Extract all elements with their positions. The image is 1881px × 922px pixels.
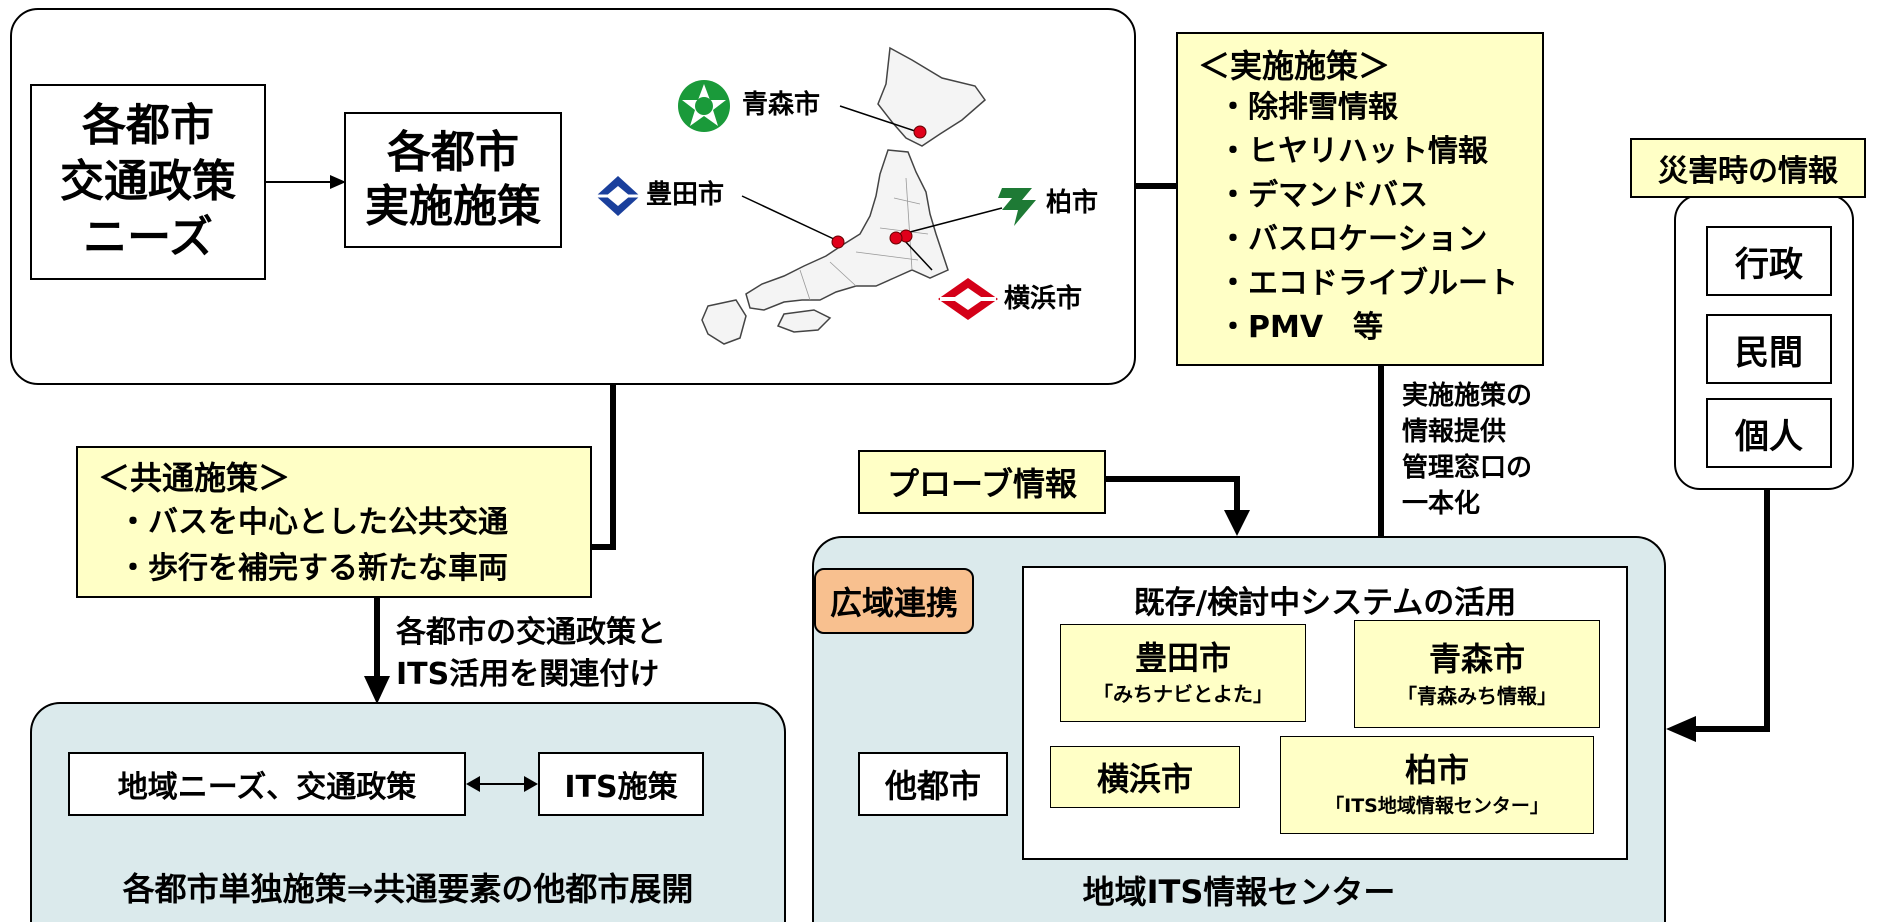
map-pointer-lines [741, 105, 1003, 271]
aomori-marker [913, 125, 927, 139]
disaster-item-private: 民間 [1706, 314, 1832, 384]
toyota-system-box: 豊田市 「みちナビとよた」 [1060, 624, 1306, 722]
regional-needs-box: 地域ニーズ、交通政策 [68, 752, 466, 816]
implementation-box: ＜実施施策＞ ・除排雪情報 ・ヒヤリハット情報 ・デマンドバス ・バスロケーショ… [1176, 32, 1544, 366]
common-policy-box: ＜共通施策＞ ・バスを中心とした公共交通 ・歩行を補完する新たな車両 [76, 446, 592, 598]
yokohama-marker [889, 231, 903, 245]
kashiwa-map-label: 柏市 [1046, 188, 1099, 218]
other-cities-box: 他都市 [858, 752, 1008, 816]
yokohama-system-box: 横浜市 [1050, 746, 1240, 808]
bidirectional-left-head [466, 776, 480, 792]
implementation-item: ・バスロケーション [1218, 222, 1488, 257]
existing-systems-title: 既存/検討中システムの活用 [1133, 584, 1517, 621]
yokohama-emblem-icon [938, 278, 998, 320]
panel-to-common-horizontal [590, 544, 616, 550]
implementation-item: ・ヒヤリハット情報 [1218, 134, 1488, 169]
kashiwa-system-sub: 「ITS地域情報センター」 [1325, 795, 1549, 817]
panel-to-impl-line [1136, 183, 1176, 189]
implementation-item: ・デマンドバス [1218, 178, 1428, 213]
panel-to-common-vertical [610, 385, 616, 550]
wide-area-cooperation-box: 広域連携 [814, 568, 974, 634]
disaster-title: 災害時の情報 [1630, 138, 1866, 198]
toyota-marker [831, 235, 845, 249]
bottom-left-caption: 各都市単独施策⇒共通要素の他都市展開 [122, 870, 694, 908]
disaster-item-individual: 個人 [1706, 398, 1832, 468]
implementation-item: ・エコドライブルート [1218, 266, 1518, 301]
disaster-arrow-vertical [1764, 490, 1770, 732]
needs-arrow-line [266, 181, 332, 183]
disaster-arrow-head [1666, 716, 1696, 742]
implementation-items: ・除排雪情報 ・ヒヤリハット情報 ・デマンドバス ・バスロケーション ・エコドラ… [1198, 86, 1542, 350]
bidirectional-right-head [524, 776, 538, 792]
probe-arrow-vertical [1234, 476, 1240, 512]
common-policy-item: ・歩行を補完する新たな車両 [118, 551, 508, 586]
toyota-system-sub: 「みちナビとよた」 [1093, 682, 1273, 706]
kashiwa-system-name: 柏市 [1404, 751, 1469, 789]
toyota-map-label: 豊田市 [646, 180, 725, 210]
common-arrow-head [364, 676, 390, 704]
toyota-system-name: 豊田市 [1134, 639, 1231, 677]
aomori-system-sub: 「青森みち情報」 [1397, 684, 1557, 708]
kashiwa-emblem-icon [998, 188, 1036, 226]
common-policy-title: ＜共通施策＞ [98, 459, 291, 497]
probe-arrow-head [1224, 510, 1250, 536]
implementation-item: ・除排雪情報 [1218, 90, 1398, 125]
common-arrow-line [374, 598, 380, 680]
impl-arrow-line [1378, 366, 1384, 552]
aomori-system-box: 青森市 「青森みち情報」 [1354, 620, 1600, 728]
japan-map [701, 46, 987, 345]
city-needs-box: 各都市 交通政策 ニーズ [30, 84, 266, 280]
its-measures-box: ITS施策 [538, 752, 704, 816]
aomori-system-name: 青森市 [1428, 640, 1525, 678]
implementation-title: ＜実施施策＞ [1198, 47, 1391, 85]
disaster-arrow-horizontal [1692, 726, 1770, 732]
toyota-emblem-icon [596, 176, 640, 216]
aomori-map-label: 青森市 [742, 90, 821, 120]
arrow-label-right: 実施施策の 情報提供 管理窓口の 一本化 [1402, 381, 1533, 519]
yokohama-map-label: 横浜市 [1004, 284, 1083, 314]
disaster-item-government: 行政 [1706, 226, 1832, 296]
arrow-label-left: 各都市の交通政策と ITS活用を関連付け [396, 615, 666, 692]
common-policy-item: ・バスを中心とした公共交通 [118, 505, 508, 540]
city-implement-box: 各都市 実施施策 [344, 112, 562, 248]
kashiwa-system-box: 柏市 「ITS地域情報センター」 [1280, 736, 1594, 834]
implementation-item: ・PMV 等 [1218, 310, 1384, 345]
regional-its-center-caption: 地域ITS情報センター [1082, 873, 1396, 911]
bidirectional-line [478, 783, 526, 785]
probe-arrow-horizontal [1106, 476, 1240, 482]
probe-info-box: プローブ情報 [858, 450, 1106, 514]
aomori-emblem-icon [678, 80, 730, 132]
needs-arrow-head [330, 175, 346, 189]
